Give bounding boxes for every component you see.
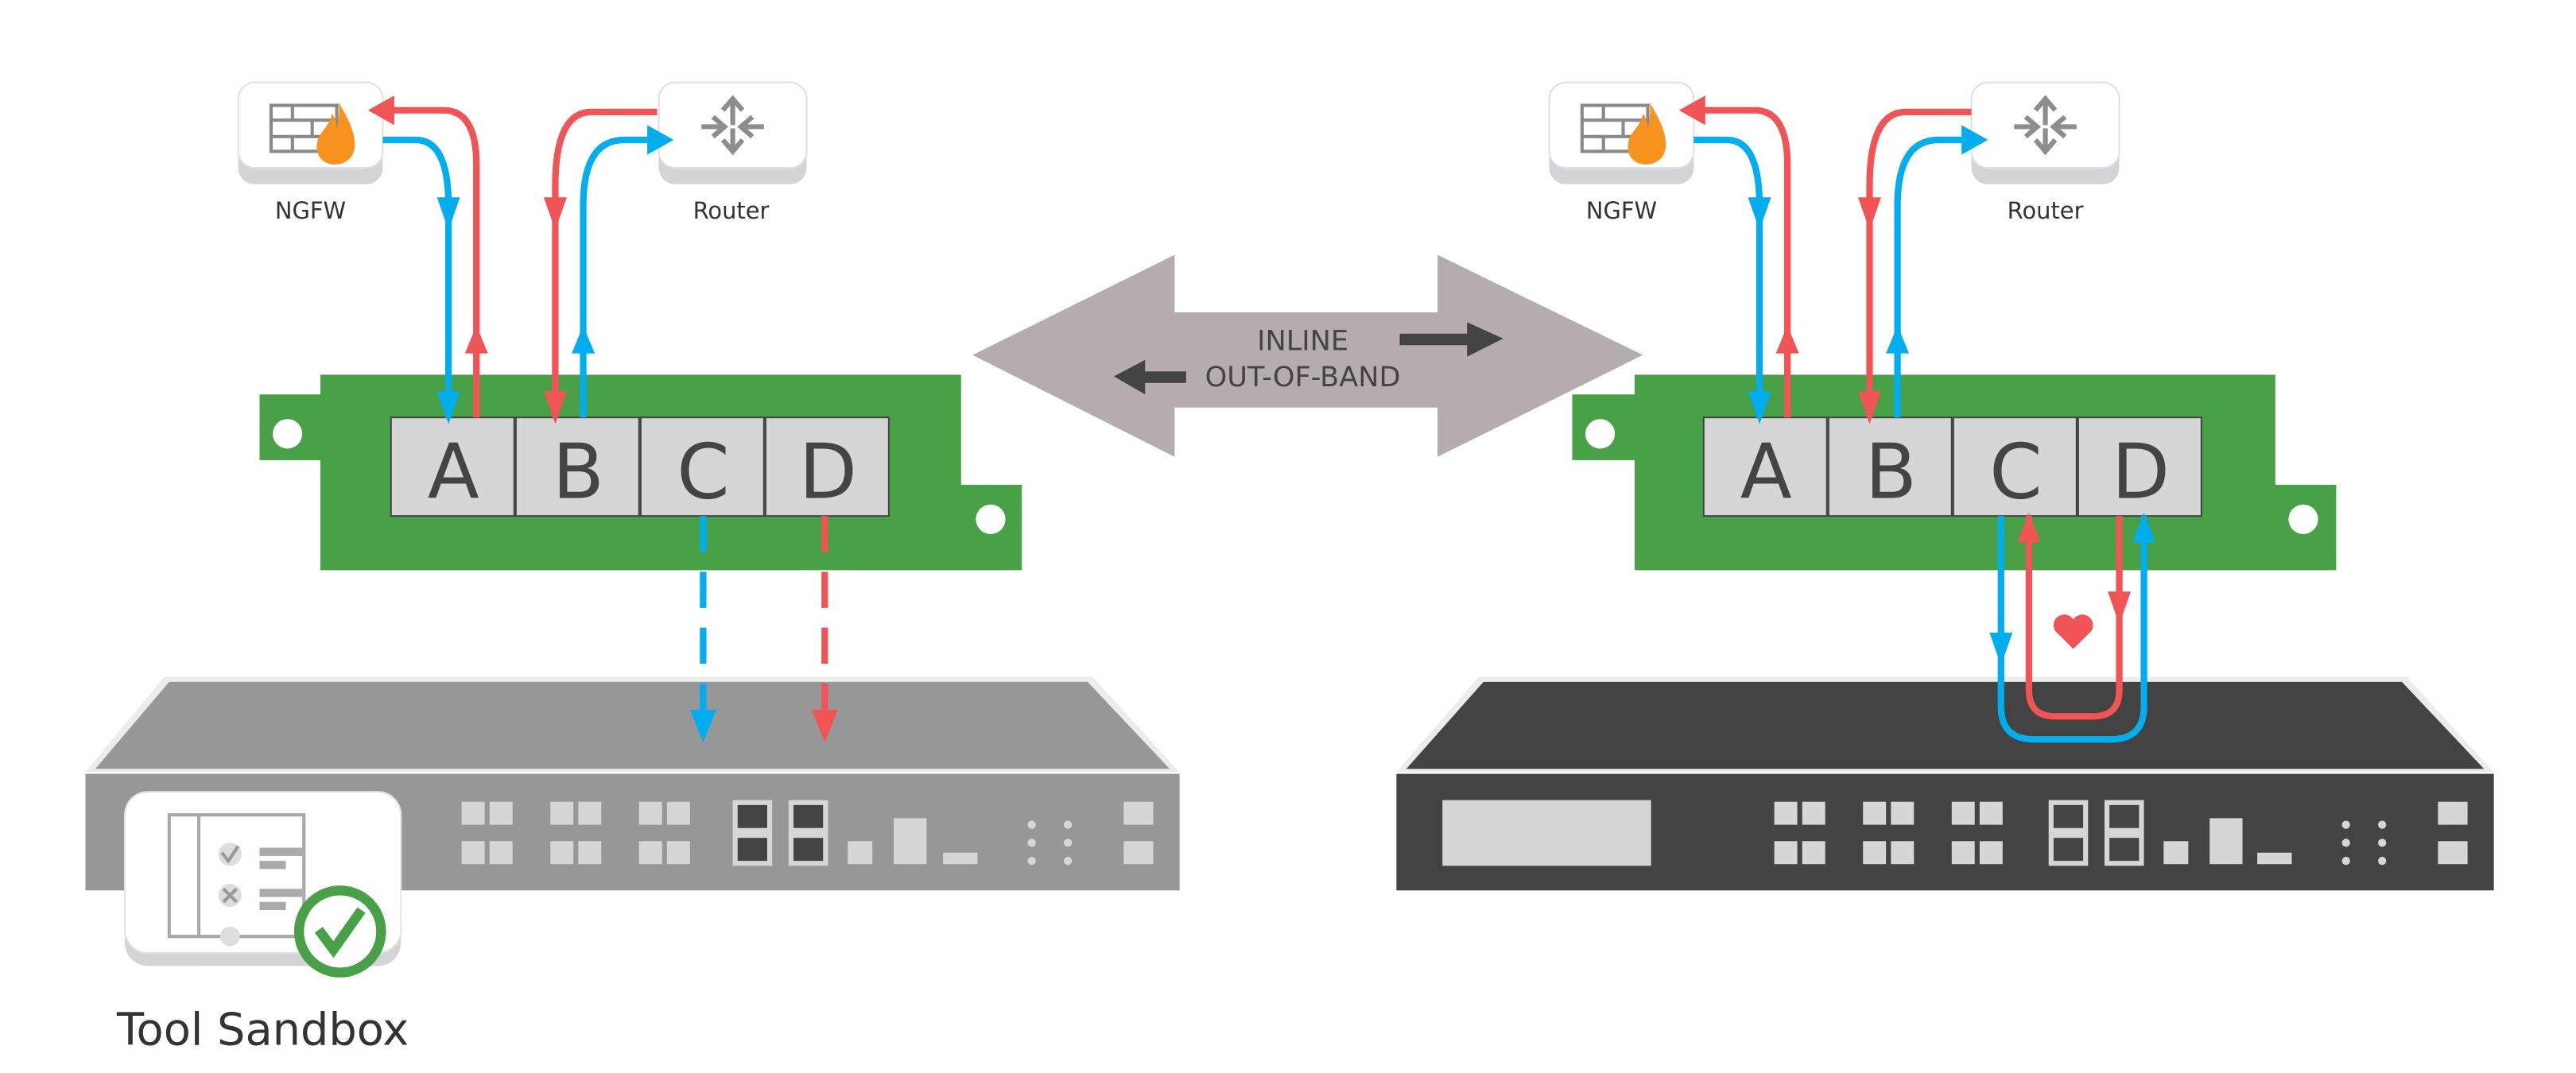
port-a[interactable] [1702, 416, 1828, 517]
router-icon [701, 95, 764, 156]
ngfw-device[interactable] [237, 81, 384, 184]
port-label: D [2112, 428, 2170, 516]
port-label: C [677, 428, 729, 516]
red-flow-a-to-ngfw [381, 107, 480, 418]
port-c[interactable] [639, 416, 765, 517]
router-label: Router [693, 197, 770, 224]
tool-sandbox-icon [124, 791, 402, 978]
blue-loop-c-to-d [1997, 516, 2147, 743]
left-diagram: Tool Sandbox NGFW Router [85, 81, 1180, 1056]
heart-icon [2053, 614, 2093, 649]
display-panel [1442, 800, 1651, 866]
red-flow-router-to-b [1866, 108, 1972, 418]
blue-flow-b-to-router [1894, 136, 1962, 418]
port-b[interactable] [514, 416, 640, 517]
port-b[interactable] [1827, 416, 1953, 517]
arrow-right-icon [1399, 322, 1503, 357]
port-d[interactable] [764, 416, 890, 517]
router-device[interactable] [658, 81, 808, 184]
port-a[interactable] [390, 416, 515, 517]
router-icon [2014, 95, 2077, 156]
tool-appliance [85, 676, 1180, 891]
out-of-band-label: OUT-OF-BAND [1205, 361, 1401, 393]
tool-sandbox-label: Tool Sandbox [116, 1005, 409, 1056]
port-label: B [1865, 428, 1917, 516]
inline-appliance [1396, 676, 2494, 891]
ngfw-label: NGFW [275, 197, 346, 224]
red-flow-a-to-ngfw [1692, 107, 1791, 418]
ngfw-label: NGFW [1586, 197, 1657, 224]
right-diagram: NGFW Router A B C D [1396, 81, 2494, 891]
mode-switch-arrow: INLINE OUT-OF-BAND [972, 254, 1643, 457]
red-loop-d-to-c [2025, 516, 2123, 720]
router-label: Router [2008, 197, 2084, 224]
port-label: B [553, 428, 604, 516]
port-group: A B C D [1702, 416, 2202, 517]
port-label: A [428, 428, 479, 516]
check-icon [314, 907, 366, 959]
traffic-flows [367, 95, 838, 743]
inline-label: INLINE [1257, 324, 1348, 357]
traffic-flows [1678, 95, 2156, 743]
red-flow-router-to-b [552, 108, 658, 418]
port-d[interactable] [2077, 416, 2202, 517]
arrow-left-icon [1113, 359, 1186, 395]
port-group: A B C D [390, 416, 890, 517]
appliance-ports [461, 800, 1154, 866]
firewall-icon [1580, 102, 1666, 165]
port-label: C [1989, 428, 2042, 516]
port-label: A [1740, 428, 1792, 516]
router-device[interactable] [1970, 81, 2120, 184]
blue-flow-b-to-router [580, 136, 648, 418]
firewall-icon [269, 102, 355, 165]
port-c[interactable] [1952, 416, 2077, 517]
port-label: D [799, 428, 857, 516]
ngfw-device[interactable] [1548, 81, 1695, 184]
